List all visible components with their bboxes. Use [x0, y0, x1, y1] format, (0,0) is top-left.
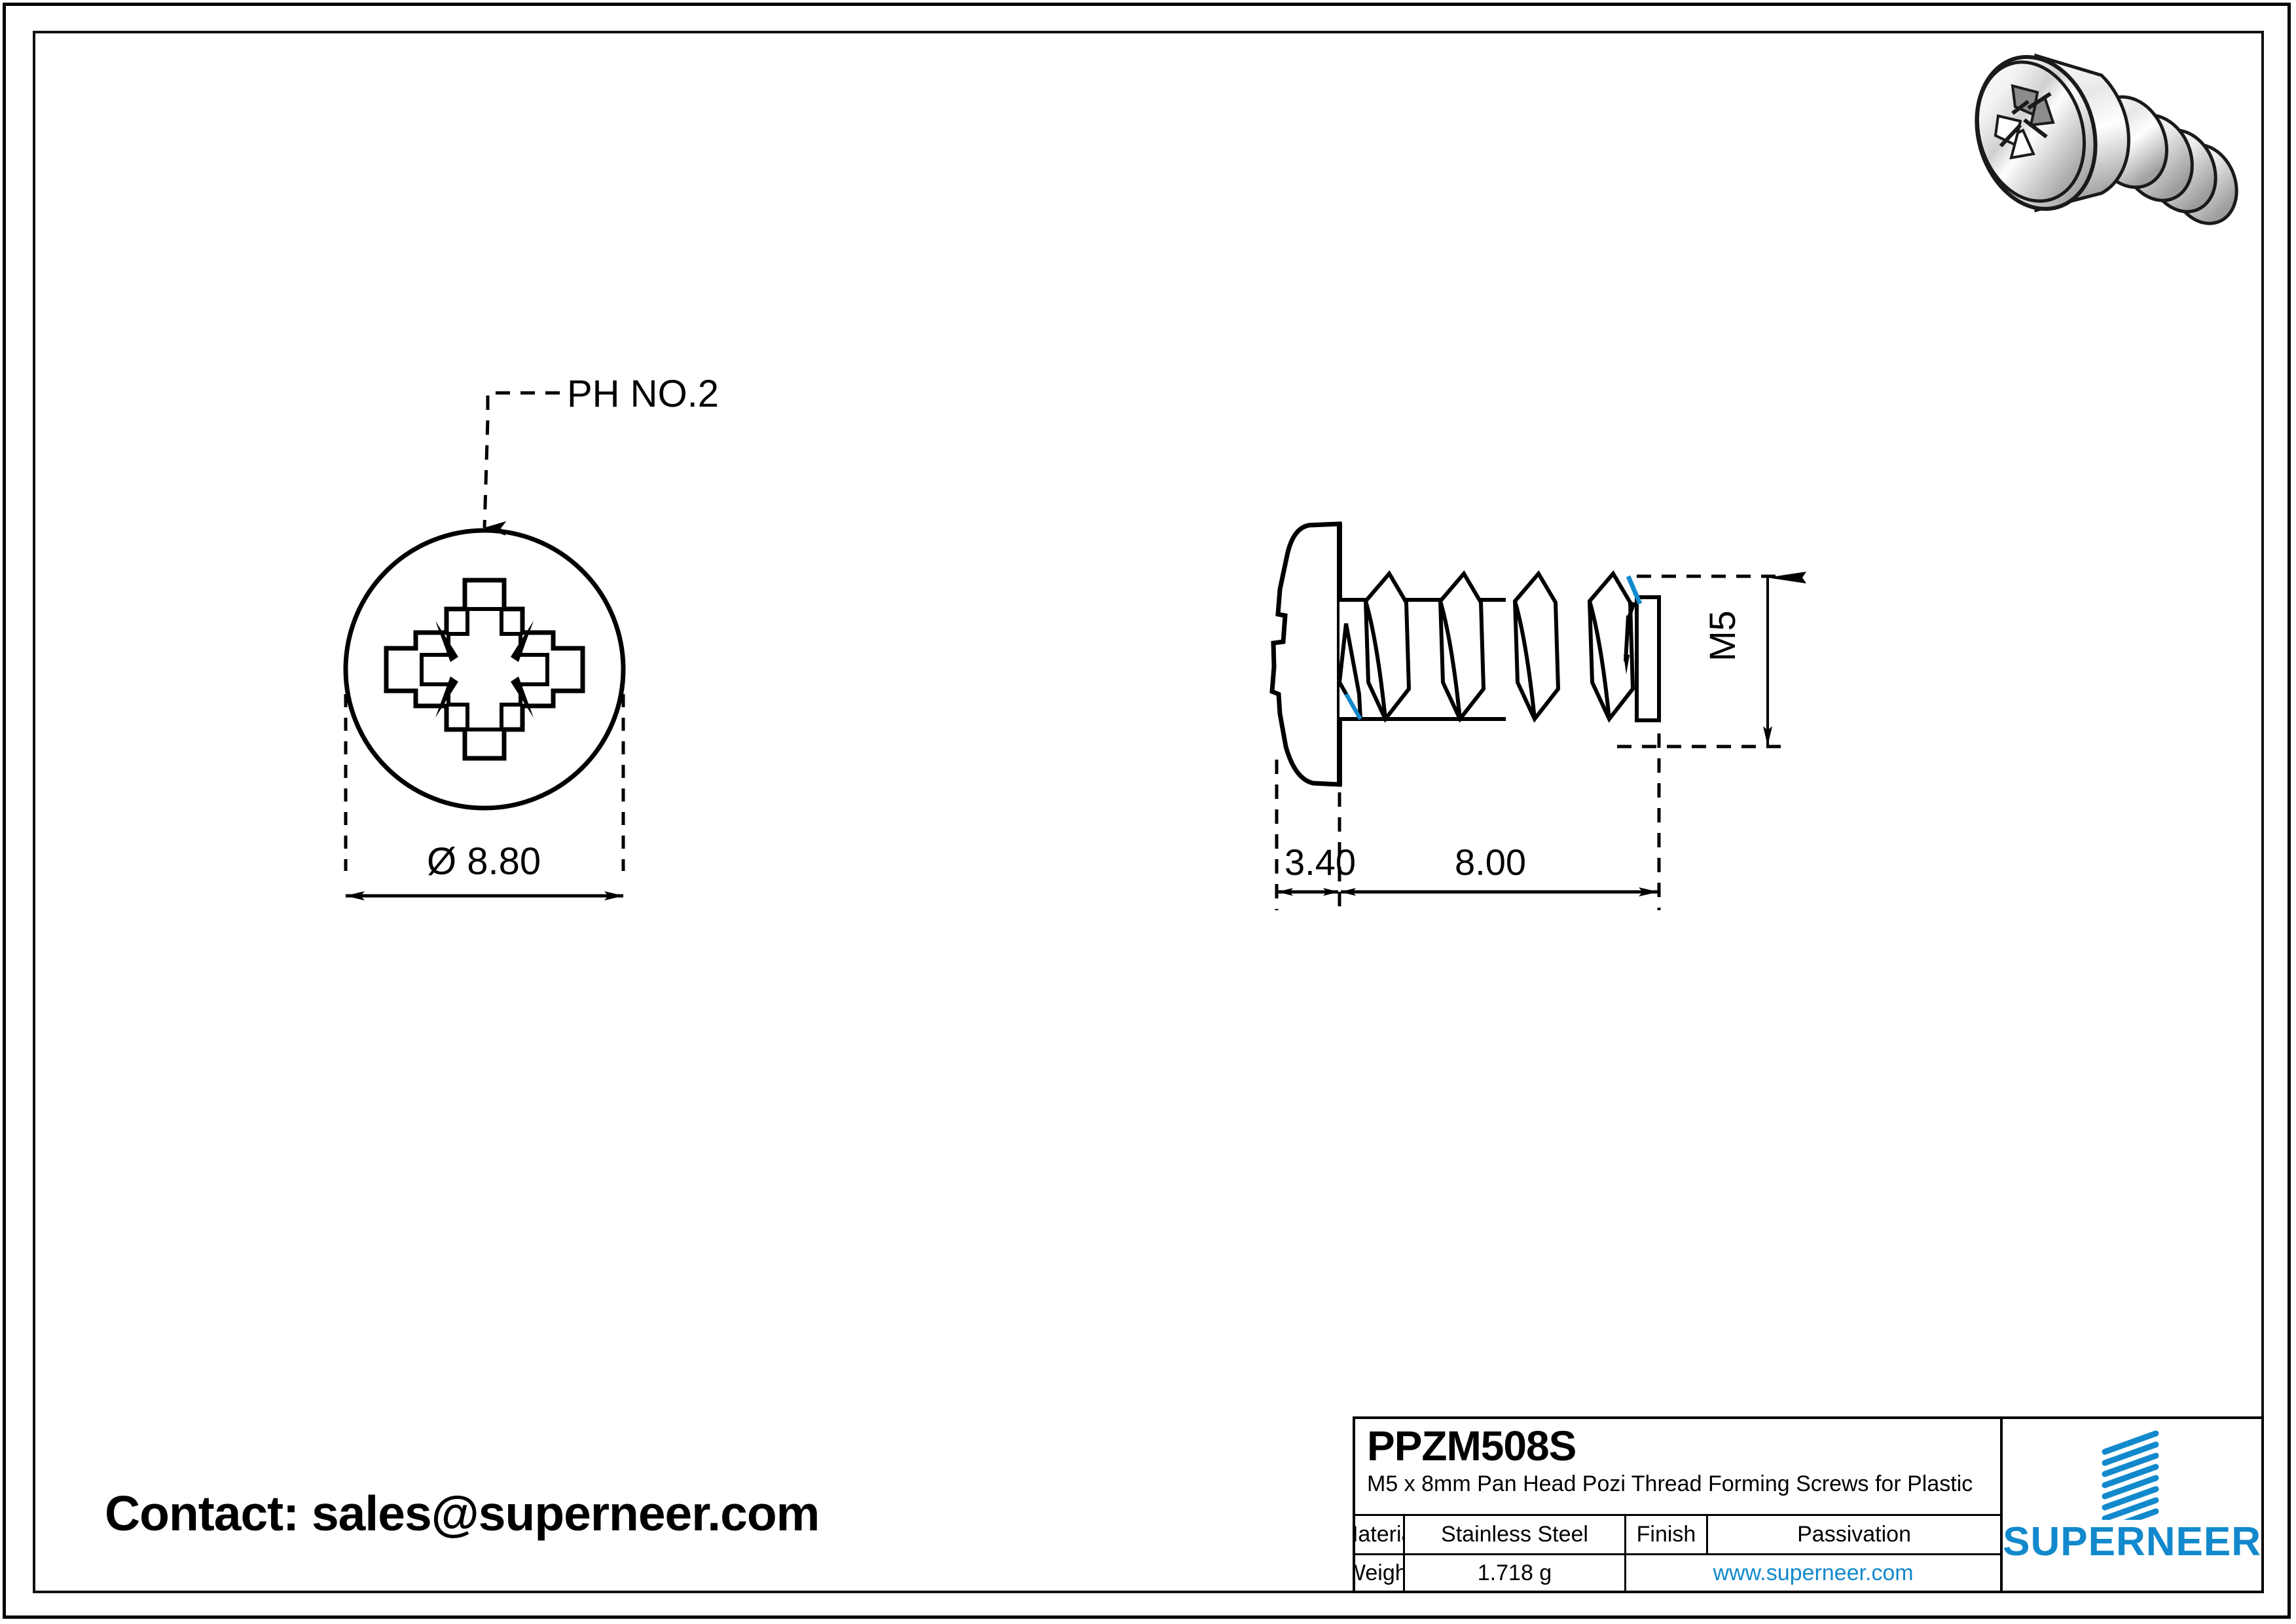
top-view-group	[343, 391, 626, 900]
drive-callout-leader	[483, 391, 560, 536]
title-block-left: PPZM508S M5 x 8mm Pan Head Pozi Thread F…	[1355, 1419, 2003, 1591]
thread-highlight-left	[1344, 693, 1362, 720]
pozidriv-recess-3d	[1994, 84, 2055, 160]
length-label: 8.00	[1455, 841, 1526, 883]
head-height-label: 3.40	[1285, 841, 1356, 883]
head-diameter-label: Ø 8.80	[427, 840, 541, 883]
title-block: PPZM508S M5 x 8mm Pan Head Pozi Thread F…	[1353, 1416, 2264, 1593]
finish-value: Passivation	[1797, 1522, 1911, 1547]
thread-highlight-right	[1626, 575, 1643, 605]
spec-row-weight: Weight 1.718 g www.superneer.com	[1355, 1555, 2000, 1591]
part-description: M5 x 8mm Pan Head Pozi Thread Forming Sc…	[1367, 1471, 1973, 1496]
pozidriv-recess	[384, 578, 585, 761]
brand-area: SUPERNEER	[2003, 1419, 2261, 1591]
shank-end-face	[1635, 595, 1661, 722]
thread-helix-lines	[1364, 600, 1611, 720]
thread-tip-detail	[1624, 602, 1636, 662]
screw-3d-render	[1975, 53, 2238, 225]
thread-size-label: M5	[1702, 610, 1743, 661]
drive-callout-label: PH NO.2	[567, 373, 720, 415]
sheet-inner-frame	[33, 31, 2264, 1593]
sheet-outer-border	[3, 3, 2291, 1619]
title-block-identity: PPZM508S M5 x 8mm Pan Head Pozi Thread F…	[1355, 1419, 2001, 1516]
superneer-logo-icon	[2102, 1430, 2159, 1520]
head-top-face-3d	[1975, 60, 2086, 203]
weight-label: Weight	[1355, 1555, 1405, 1591]
weight-value: 1.718 g	[1405, 1555, 1626, 1591]
shank-body	[1339, 600, 1659, 719]
finish-label: Finish	[1626, 1516, 1708, 1553]
spec-row-material: Material Stainless Steel Finish Passivat…	[1355, 1516, 2001, 1555]
contact-text: Contact: sales@superneer.com	[105, 1486, 820, 1541]
thread-direction-marker	[1624, 655, 1630, 674]
part-code: PPZM508S	[1367, 1422, 1576, 1469]
material-label: Material	[1355, 1516, 1405, 1553]
brand-name: SUPERNEER	[2003, 1519, 2261, 1564]
material-value: Stainless Steel	[1405, 1516, 1626, 1553]
website-link[interactable]: www.superneer.com	[1713, 1560, 1914, 1585]
side-view-group	[1269, 521, 1806, 910]
screw-head-profile	[1269, 521, 1342, 787]
